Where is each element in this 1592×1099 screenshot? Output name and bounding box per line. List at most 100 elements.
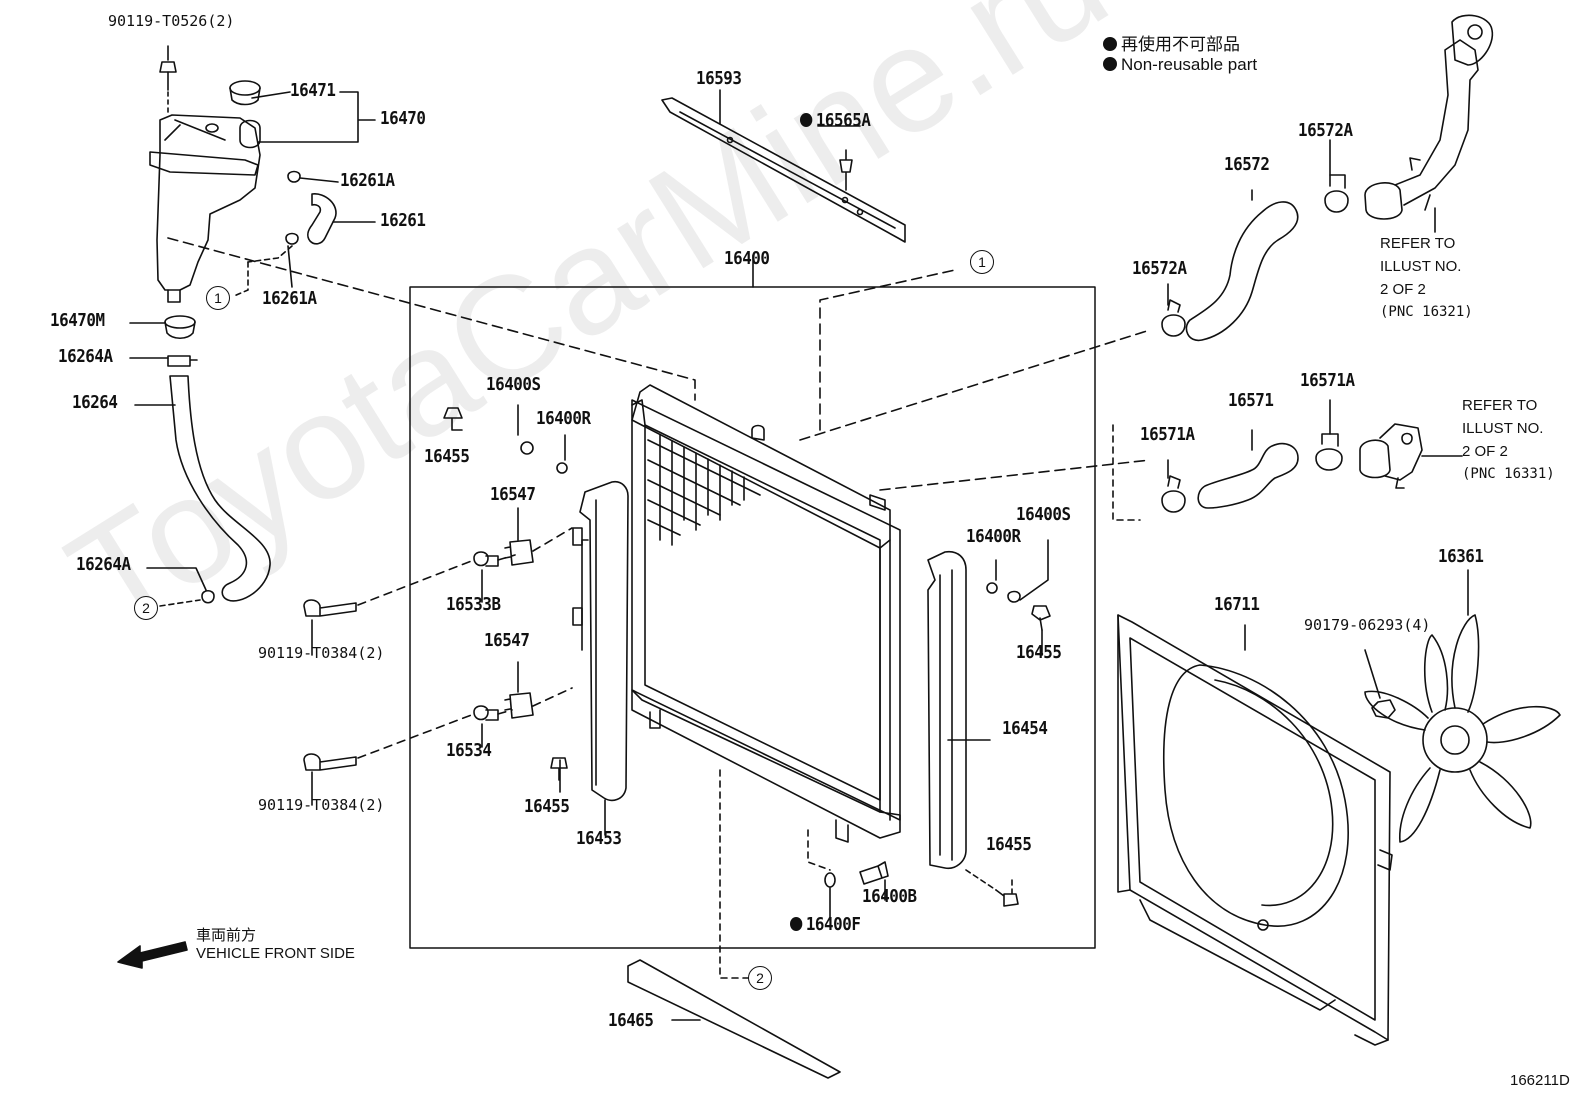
part-label: 16465 — [608, 1010, 654, 1031]
drain-plug-16400b — [859, 861, 889, 885]
seal-16465 — [627, 959, 841, 1079]
part-label: 16547 — [490, 484, 536, 505]
marker-2: 2 — [134, 596, 158, 620]
part-label: 16264A — [58, 346, 113, 367]
ref-line: 2 OF 2 — [1462, 443, 1508, 460]
part-label: 16455 — [986, 834, 1032, 855]
part-label: 16572A — [1298, 120, 1353, 141]
ref-line: REFER TO — [1462, 397, 1538, 414]
nut-90179-06293 — [1371, 699, 1396, 719]
clamp-16261a-bottom — [285, 232, 299, 245]
ref-note-lower: REFER TO ILLUST NO. 2 OF 2 (PNC 16331) — [1462, 394, 1555, 486]
grommet-16470m — [164, 315, 196, 340]
part-label: 16571A — [1300, 370, 1355, 391]
ref-line: ILLUST NO. — [1462, 420, 1544, 437]
part-label: 16455 — [524, 796, 570, 817]
marker-2: 2 — [748, 966, 772, 990]
non-reusable-dot-icon — [800, 113, 813, 127]
bolt-16455-ll — [550, 757, 568, 781]
bolt-16455-ul — [443, 407, 463, 431]
clamp-16261a — [287, 170, 301, 183]
bracket-16453 — [579, 480, 629, 802]
part-label: 16264 — [72, 392, 118, 413]
collar-16533b — [473, 551, 499, 567]
cooling-fan — [1364, 614, 1561, 843]
ref-line: 2 OF 2 — [1380, 281, 1426, 298]
hose-16572 — [1185, 201, 1299, 342]
cushion-16400r-right — [986, 582, 998, 594]
marker-1: 1 — [206, 286, 230, 310]
part-label: 16534 — [446, 740, 492, 761]
part-label: 16261A — [340, 170, 395, 191]
bracket-16454 — [927, 550, 967, 870]
clamp-16264a-top — [167, 355, 198, 367]
cushion-16547-a — [504, 539, 534, 566]
direction-label-jp: 車両前方 — [196, 927, 257, 944]
ref-note-upper: REFER TO ILLUST NO. 2 OF 2 (PNC 16321) — [1380, 232, 1473, 324]
part-label: 16400 — [724, 248, 770, 269]
collar-16534 — [473, 705, 499, 721]
cushion-16400s-left — [520, 441, 534, 455]
legend-en: Non-reusable part — [1103, 55, 1257, 75]
ref-pnc: (PNC 16321) — [1380, 304, 1473, 320]
water-inlet — [1359, 423, 1423, 481]
part-label: 16400S — [1016, 504, 1071, 525]
part-label: 16572 — [1224, 154, 1270, 175]
part-label: 16261 — [380, 210, 426, 231]
upper-support-16593 — [661, 97, 906, 243]
part-label: 16400R — [966, 526, 1021, 547]
non-reusable-dot-icon — [790, 917, 803, 931]
marker-1: 1 — [970, 250, 994, 274]
part-label: 16571 — [1228, 390, 1274, 411]
part-label: 16471 — [290, 80, 336, 101]
part-label: 16565A — [800, 110, 871, 131]
hose-16261 — [307, 193, 337, 245]
part-label: 16711 — [1214, 594, 1260, 615]
diagram-id: 166211D — [1510, 1072, 1570, 1089]
clamp-16571a-top — [1315, 433, 1343, 471]
reservoir-cap — [229, 80, 261, 106]
cushion-16400s-right — [1007, 590, 1021, 603]
part-label: 16571A — [1140, 424, 1195, 445]
part-label: 90179-06293(4) — [1304, 616, 1431, 634]
part-label: 16264A — [76, 554, 131, 575]
reservoir-bolt — [159, 61, 177, 116]
ref-line: ILLUST NO. — [1380, 258, 1462, 275]
non-reusable-dot-icon — [1103, 57, 1117, 71]
bolt-90119-t0384-b — [303, 753, 357, 771]
part-label: 16453 — [576, 828, 622, 849]
part-label: 16400B — [862, 886, 917, 907]
legend-jp: 再使用不可部品 — [1103, 30, 1240, 55]
reservoir-tank — [149, 114, 261, 303]
non-reusable-dot-icon — [1103, 37, 1117, 51]
o-ring-16400f — [824, 872, 836, 888]
part-label: 16454 — [1002, 718, 1048, 739]
part-label: 16593 — [696, 68, 742, 89]
clamp-16572a-top — [1324, 174, 1349, 213]
part-label: 16400S — [486, 374, 541, 395]
ref-line: REFER TO — [1380, 235, 1456, 252]
part-label: 16361 — [1438, 546, 1484, 567]
cushion-16547-b — [504, 692, 534, 719]
ref-pnc: (PNC 16331) — [1462, 466, 1555, 482]
part-label: 16572A — [1132, 258, 1187, 279]
part-label: 16533B — [446, 594, 501, 615]
cushion-16400r-left — [556, 462, 568, 474]
water-outlet-pipe — [1364, 39, 1479, 220]
clamp-16264a-bottom — [201, 589, 215, 604]
part-label: 16455 — [1016, 642, 1062, 663]
fan-shroud — [1117, 614, 1393, 1046]
part-label: 90119-T0384(2) — [258, 644, 385, 662]
part-label: 16261A — [262, 288, 317, 309]
bolt-16455-lr — [995, 889, 1019, 907]
part-label: 16547 — [484, 630, 530, 651]
radiator-core — [631, 384, 901, 843]
bolt-16455-ur — [1031, 605, 1051, 631]
clip-16565a — [839, 149, 853, 191]
clamp-16572a-left — [1161, 299, 1186, 337]
hose-16571 — [1197, 442, 1299, 509]
clamp-16571a-left — [1161, 475, 1186, 513]
bolt-90119-t0384-a — [303, 599, 357, 617]
